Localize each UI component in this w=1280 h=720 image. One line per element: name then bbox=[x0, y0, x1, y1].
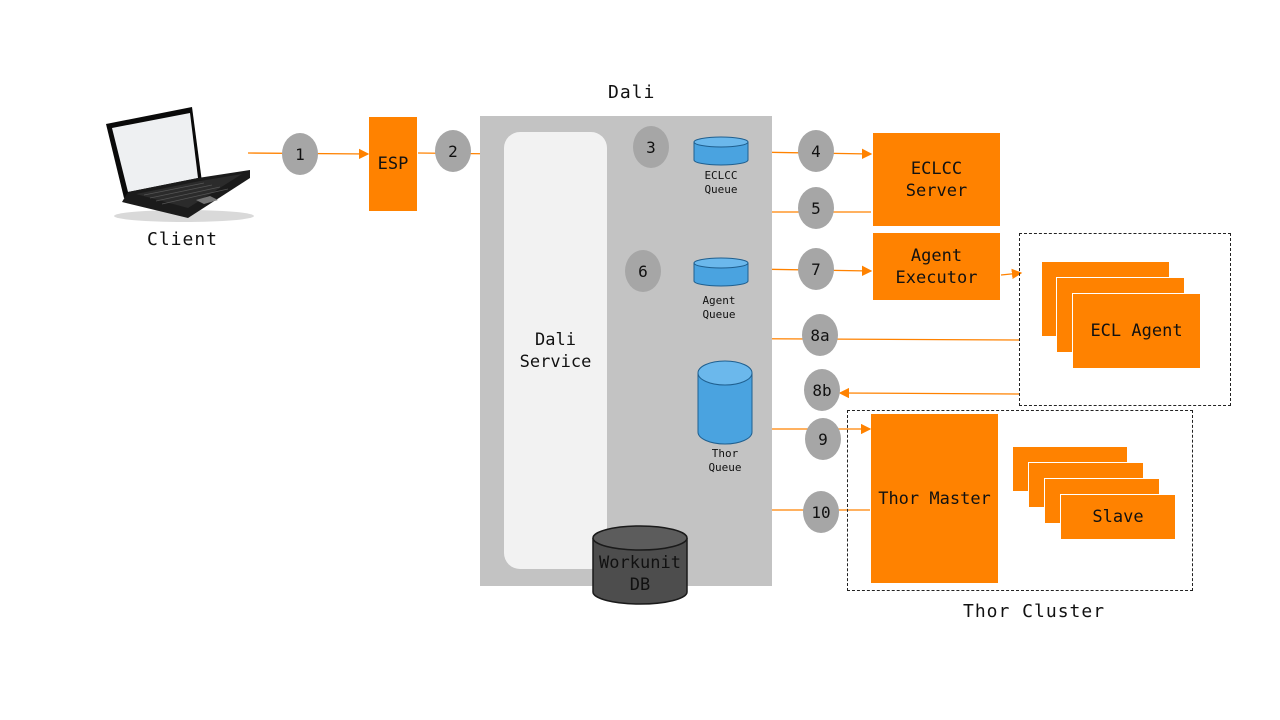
workunit-db-label: Workunit DB bbox=[599, 553, 681, 595]
agent-executor-box[interactable]: Agent Executor bbox=[873, 233, 1000, 300]
arrow-agent-exec bbox=[1000, 268, 1023, 280]
thor-master-box[interactable]: Thor Master bbox=[871, 414, 998, 583]
eclcc-server-box[interactable]: ECLCC Server bbox=[873, 133, 1000, 226]
step-3: 3 bbox=[633, 126, 669, 168]
eclcc-queue-icon bbox=[693, 136, 749, 166]
client-label: Client bbox=[147, 229, 219, 250]
step-2: 2 bbox=[435, 130, 471, 172]
ecl-agent-group bbox=[1019, 233, 1231, 406]
step-8a: 8a bbox=[802, 314, 838, 356]
thor-cluster-group bbox=[847, 410, 1193, 591]
arrow-8b bbox=[838, 387, 1021, 399]
ecl-agent-box[interactable]: ECL Agent bbox=[1072, 293, 1201, 369]
step-7: 7 bbox=[798, 248, 834, 290]
step-5: 5 bbox=[798, 187, 834, 229]
step-4: 4 bbox=[798, 130, 834, 172]
step-10: 10 bbox=[803, 491, 839, 533]
step-6: 6 bbox=[625, 250, 661, 292]
dali-title: Dali bbox=[608, 82, 656, 103]
slave-box[interactable]: Slave bbox=[1060, 494, 1176, 540]
client-node bbox=[92, 104, 257, 224]
dali-service[interactable]: Dali Service bbox=[504, 132, 607, 569]
agent-queue-icon bbox=[693, 257, 749, 287]
eclcc-queue-label: ECLCC Queue bbox=[704, 169, 738, 196]
step-9: 9 bbox=[805, 418, 841, 460]
thor-queue-label: Thor Queue bbox=[708, 447, 742, 474]
laptop-icon bbox=[106, 107, 254, 222]
step-8b: 8b bbox=[804, 369, 840, 411]
esp-box[interactable]: ESP bbox=[369, 117, 417, 211]
agent-queue-label: Agent Queue bbox=[702, 294, 736, 321]
thor-cluster-label: Thor Cluster bbox=[963, 601, 1106, 622]
thor-queue-icon bbox=[697, 360, 753, 445]
workunit-db-icon bbox=[592, 525, 688, 605]
step-1: 1 bbox=[282, 133, 318, 175]
